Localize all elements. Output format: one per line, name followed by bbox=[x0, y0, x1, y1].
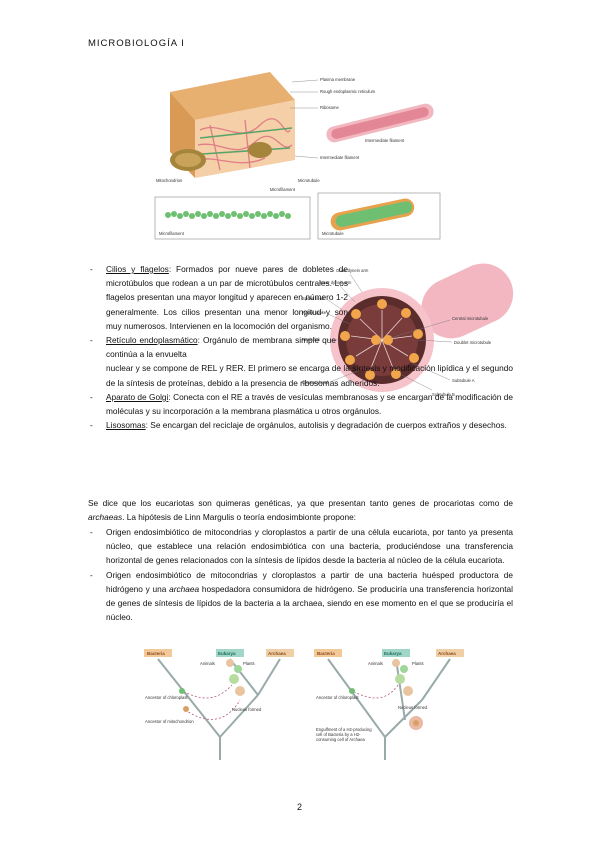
fig2-label-spoke-head: Spoke head bbox=[302, 296, 325, 301]
organelle-list: -Cilios y flagelos: Formados por nueve p… bbox=[88, 262, 513, 432]
fig1-label-microtubule: Microtubule bbox=[298, 178, 320, 183]
axoneme-figure: Outer dynein arm Inner dynein arm Spoke … bbox=[302, 263, 514, 397]
list-item-text: : Formados por nueve pares de dobletes d… bbox=[106, 264, 348, 331]
list-item: - Retículo endoplasmático: Orgánulo de m… bbox=[88, 333, 513, 390]
fig2-label-radial-spoke: Radial spoke bbox=[302, 310, 327, 315]
fig1-label-if-detail: Intermediate filament bbox=[365, 138, 405, 143]
body-paragraph: Se dice que los eucariotas son quimeras … bbox=[88, 496, 513, 524]
para-italic: archaeas bbox=[88, 512, 123, 523]
list-item-text: : Orgánulo de membrana simple que contin… bbox=[106, 335, 336, 360]
list-item: -Lisosomas: Se encargan del reciclaje de… bbox=[90, 420, 507, 431]
left-label-plants: Plants bbox=[243, 661, 255, 666]
right-domain-eukarya: Eukarya bbox=[384, 651, 402, 656]
fig1-label-rer: Rough endoplasmic reticulum bbox=[320, 89, 376, 94]
fig2-label-central-sheath: Central sheath bbox=[302, 380, 330, 385]
list-item-text: hospedadora consumidora de hidrógeno. Se… bbox=[106, 583, 513, 623]
fig2-label-doublet-mt: Doublet microtubule bbox=[454, 340, 492, 345]
fig2-label-central-mt: Central microtubule bbox=[452, 316, 489, 321]
list-item: -Aparato de Golgi: Conecta con el RE a t… bbox=[90, 391, 513, 417]
left-domain-eukarya: Eukarya bbox=[218, 651, 236, 656]
fig2-label-subtubule-b: Subtubule B bbox=[432, 392, 455, 397]
fig1-label-microfilament-box: Microfilament bbox=[159, 231, 185, 236]
right-label-chloroplast: Ancestor of chloroplast bbox=[316, 695, 359, 700]
list-item-text: Origen endosimbiótico de mitocondrias y … bbox=[106, 527, 513, 566]
left-domain-archaea: Archaea bbox=[268, 651, 286, 656]
list-item-term: Cilios y flagelos bbox=[106, 264, 169, 274]
fig2-label-subtubule-a: Subtubule A bbox=[452, 378, 475, 383]
fig1-label-microfilament: Microfilament bbox=[270, 187, 296, 192]
fig2-label-nexin-link: Nexin link bbox=[302, 337, 321, 342]
list-item: -Origen endosimbiótico de mitocondrias y… bbox=[90, 569, 513, 623]
left-label-chloroplast: Ancestor of chloroplast bbox=[145, 695, 188, 700]
fig1-label-ribosome: Ribosome bbox=[320, 105, 340, 110]
fig1-label-mitochondrion: Mitochondrion bbox=[156, 178, 183, 183]
list-item-term: Retículo endoplasmático bbox=[106, 335, 198, 346]
fig2-label-inner-dynein: Inner dynein arm bbox=[320, 280, 352, 285]
left-domain-bacteria: Bacteria bbox=[147, 651, 165, 656]
fig1-label-plasma-membrane: Plasma membrane bbox=[320, 77, 356, 82]
list-item: -Cilios y flagelos: Formados por nueve p… bbox=[90, 264, 348, 331]
left-label-mitochondrion: Ancestor of mitochondrion bbox=[145, 719, 194, 724]
fig1-label-if: Intermediate filament bbox=[320, 155, 360, 160]
right-domain-archaea: Archaea bbox=[438, 651, 456, 656]
list-item-text: : Se encargan del reciclaje de orgánulos… bbox=[145, 420, 507, 431]
list-item-text: Origen endosimbiótico de mitocondrias y … bbox=[106, 569, 513, 594]
list-item-text-cont: nuclear y se compone de REL y RER. El pr… bbox=[106, 363, 513, 388]
para-text: Se dice que los eucariotas son quimeras … bbox=[88, 498, 513, 508]
right-label-nucleus: Nucleus formed bbox=[398, 705, 428, 710]
left-label-nucleus: Nucleus formed bbox=[232, 707, 262, 712]
fig2-label-outer-dynein: Outer dynein arm bbox=[336, 268, 369, 273]
list-item-term: Lisosomas bbox=[106, 420, 146, 431]
para-text: . La hipótesis de Linn Margulis o teoría… bbox=[122, 512, 356, 523]
right-label-engulfment: Engulfment of a H2-producing cell of Bac… bbox=[316, 727, 372, 742]
left-label-animals: Animals bbox=[200, 661, 215, 666]
cytoskeleton-figure: Plasma membrane Rough endoplasmic reticu… bbox=[154, 72, 441, 240]
list-item: -Origen endosimbiótico de mitocondrias y… bbox=[90, 527, 513, 566]
endosymbiosis-trees-figure: Bacteria Eukarya Archaea Animals Plants … bbox=[144, 649, 464, 760]
right-label-plants: Plants bbox=[412, 661, 424, 666]
fig1-label-microtubule-box: Microtubule bbox=[322, 231, 344, 236]
list-item-term: Aparato de Golgi bbox=[106, 391, 169, 402]
list-item-italic: archaea bbox=[169, 583, 200, 594]
hypothesis-list: -Origen endosimbiótico de mitocondrias y… bbox=[88, 525, 513, 624]
right-label-animals: Animals bbox=[368, 661, 383, 666]
page-header: MICROBIOLOGÍA I bbox=[88, 38, 185, 49]
list-item-text: : Conecta con el RE a través de vesícula… bbox=[106, 391, 513, 417]
page-number: 2 bbox=[296, 802, 302, 812]
right-domain-bacteria: Bacteria bbox=[317, 651, 335, 656]
